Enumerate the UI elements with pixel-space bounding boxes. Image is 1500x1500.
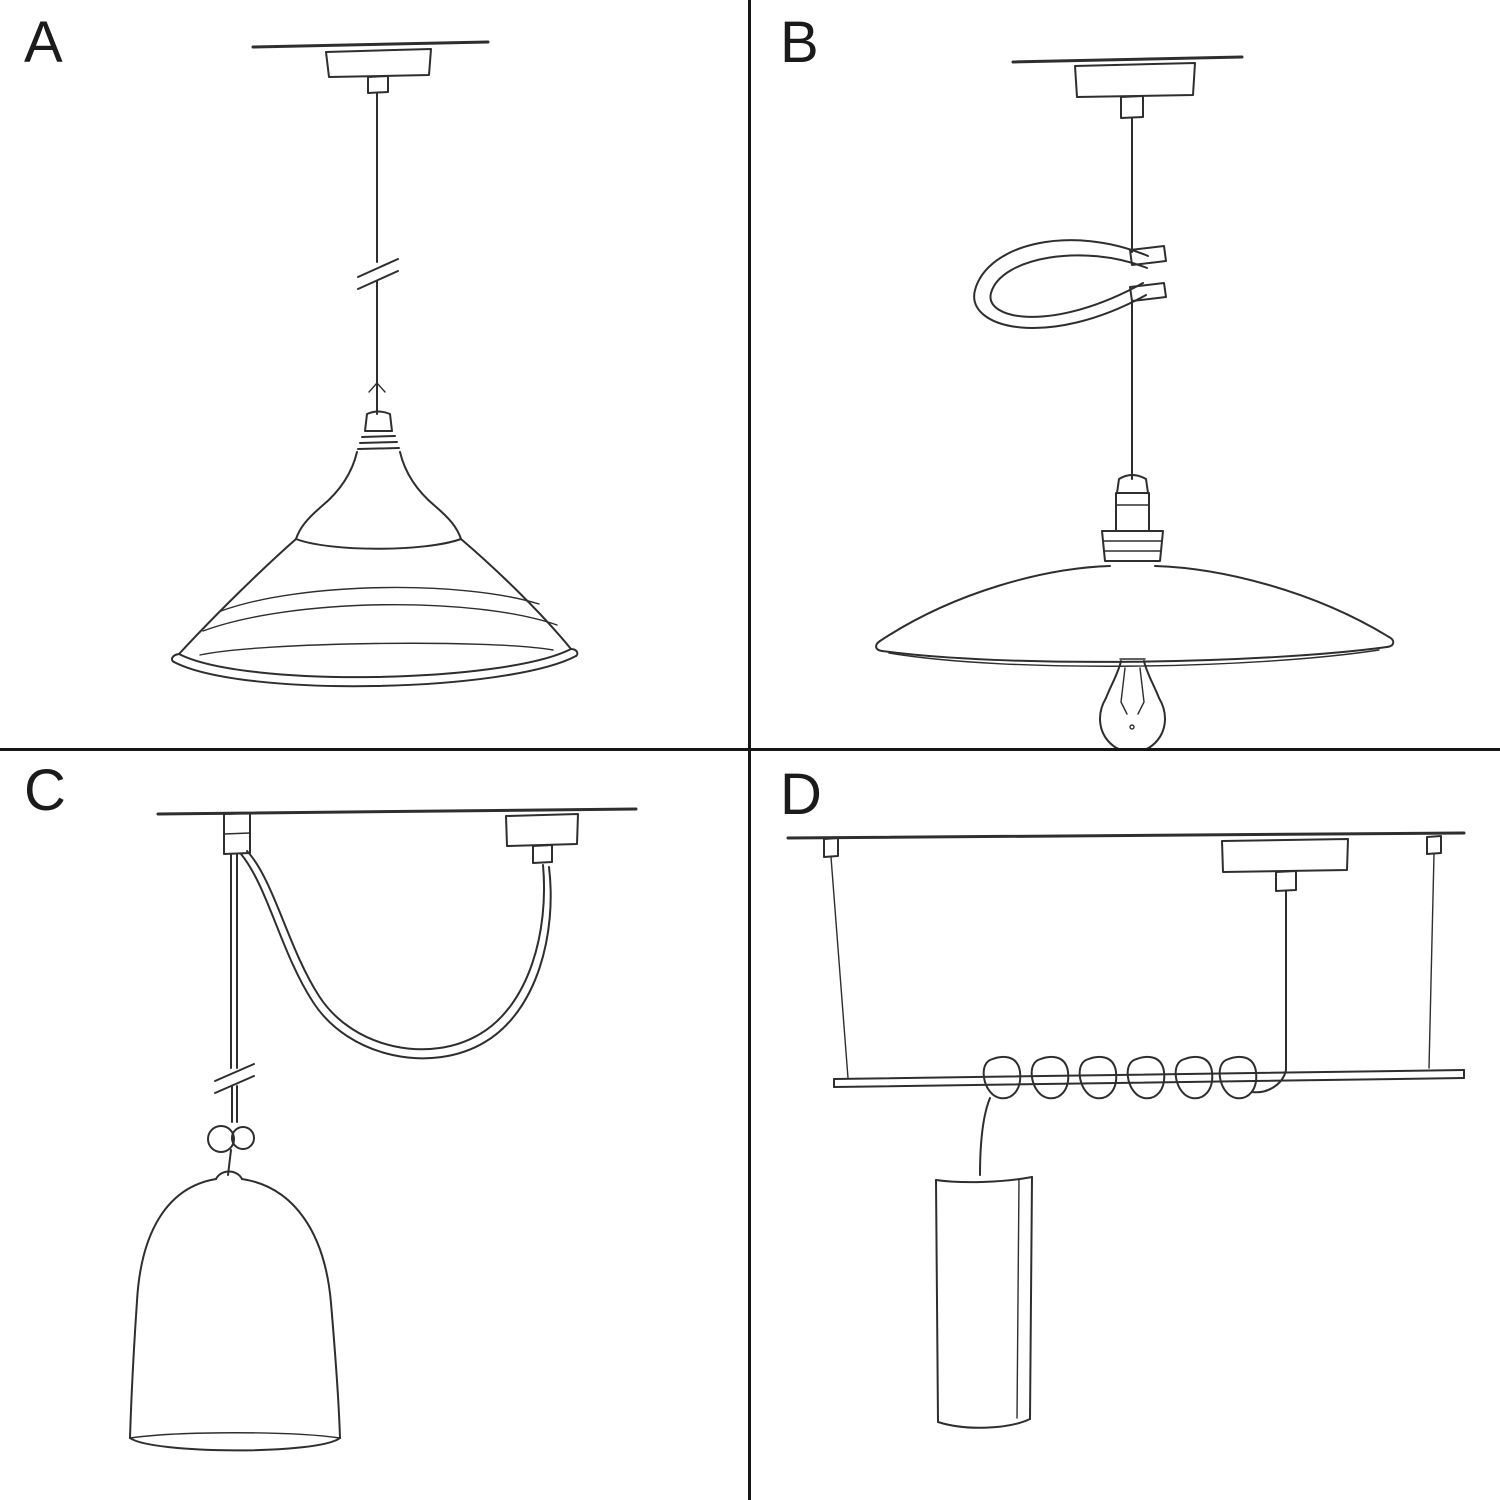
- swag-hook: [223, 812, 251, 855]
- lamp-holder: [1101, 474, 1164, 562]
- coiled-cable: [979, 1055, 1287, 1176]
- drop-cable: [214, 853, 255, 1123]
- ceiling-rose: [505, 813, 579, 864]
- bell-shade: [129, 1170, 341, 1452]
- panel-c: C: [0, 750, 750, 1500]
- panel-a: A: [0, 0, 750, 750]
- pendant-cable: [357, 92, 399, 415]
- pendant-sketch-a: [170, 40, 579, 688]
- ceiling-rose: [325, 48, 432, 94]
- ceiling-line: [1011, 55, 1244, 64]
- ceiling-line: [251, 40, 490, 49]
- swag-cable: [240, 850, 552, 1060]
- panel-a-label: A: [24, 10, 64, 75]
- panel-b: B: [750, 0, 1500, 750]
- lamp-holder: [357, 410, 400, 450]
- panel-b-label: B: [780, 10, 820, 75]
- ceiling-rose: [1074, 62, 1196, 119]
- cable-knot: [207, 1125, 255, 1176]
- panel-d: D: [750, 750, 1500, 1500]
- suspension-wires: [823, 835, 1442, 1079]
- pendant-sketch-d: [786, 831, 1466, 1429]
- flat-plate-shade: [875, 565, 1395, 667]
- pendant-sketch-b: [875, 55, 1395, 750]
- cable-bail-loop: [973, 239, 1167, 329]
- industrial-shade: [170, 451, 579, 688]
- ceiling-rose: [1221, 838, 1349, 892]
- ceiling-line: [786, 831, 1466, 840]
- pendant-sketch-c: [129, 807, 638, 1452]
- horizontal-divider: [0, 748, 1500, 751]
- light-bulb: [1099, 658, 1166, 750]
- panel-d-label: D: [780, 762, 823, 827]
- panel-c-label: C: [24, 758, 67, 823]
- horizontal-bar: [833, 1069, 1465, 1088]
- tube-shade: [935, 1176, 1033, 1429]
